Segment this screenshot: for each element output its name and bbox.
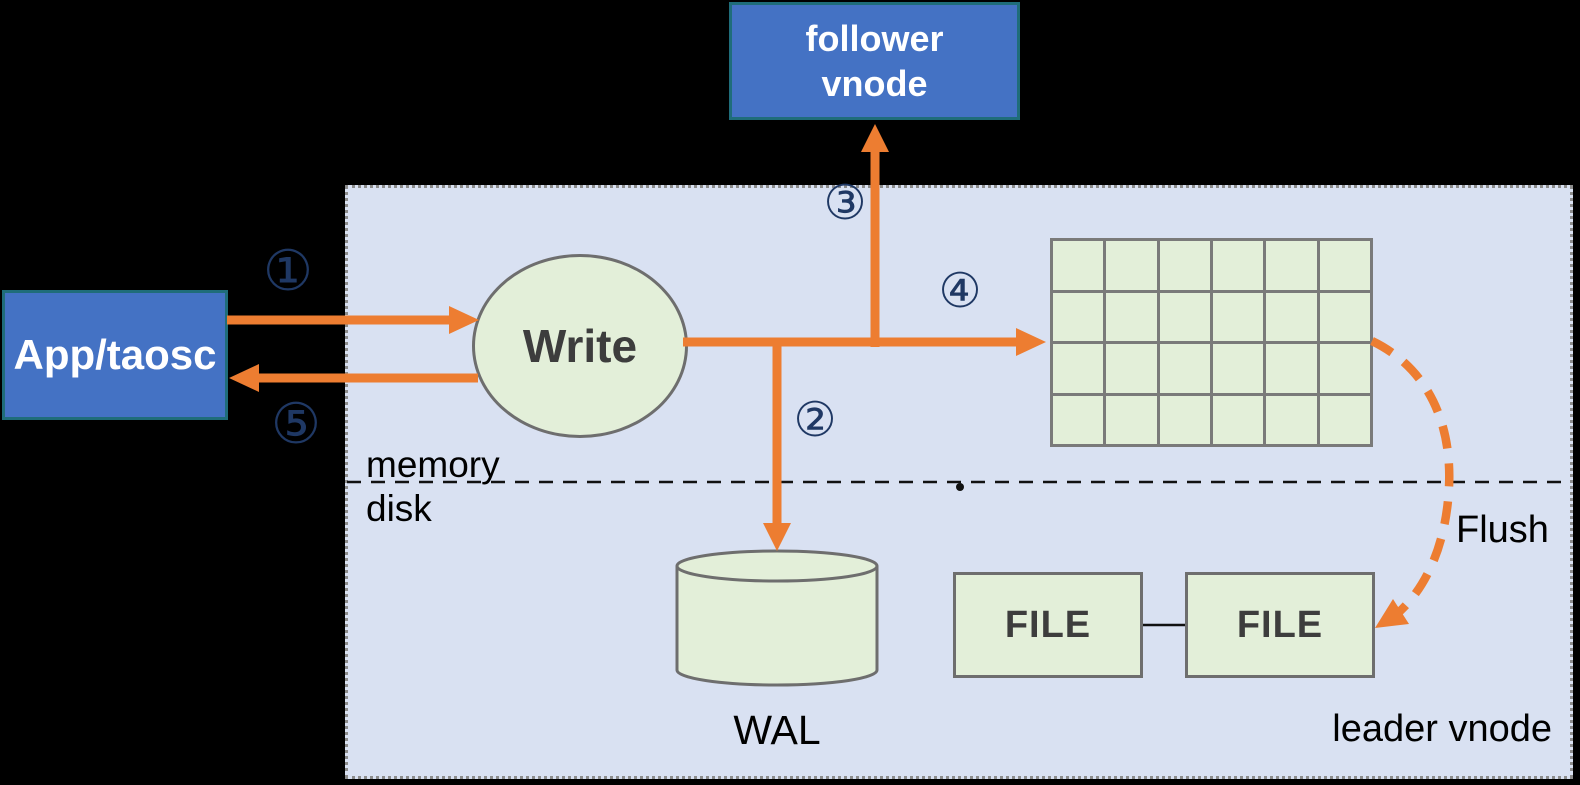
grid-cell [1159, 344, 1210, 393]
grid-cell [1053, 344, 1104, 393]
grid-cell [1266, 395, 1317, 444]
grid-cell [1053, 292, 1104, 341]
app-taosc-box: App/taosc [2, 290, 228, 420]
wal-label: WAL [733, 707, 821, 753]
grid-cell [1319, 395, 1370, 444]
memory-label: memory [366, 444, 500, 485]
grid-cell [1266, 241, 1317, 290]
file-right-label: FILE [1236, 603, 1324, 646]
memtable-grid [1050, 238, 1373, 447]
write-label: Write [522, 320, 638, 372]
grid-cell [1106, 292, 1157, 341]
disk-label: disk [366, 488, 432, 529]
step-3-badge: ③ [823, 175, 867, 231]
grid-cell [1212, 292, 1264, 341]
step-5-badge: ⑤ [270, 392, 322, 457]
step-4-badge: ④ [938, 263, 982, 319]
follower-vnode-label-line2: vnode [821, 63, 928, 104]
grid-cell [1053, 241, 1104, 290]
grid-cell [1319, 292, 1370, 341]
grid-cell [1106, 241, 1157, 290]
grid-cell [1106, 395, 1157, 444]
grid-cell [1212, 241, 1264, 290]
step-1-badge: ① [262, 239, 314, 304]
grid-cell [1319, 241, 1370, 290]
file-left-label: FILE [1004, 603, 1092, 646]
step-2-badge: ② [793, 392, 837, 448]
grid-cell [1159, 395, 1210, 444]
leader-vnode-label: leader vnode [1332, 708, 1552, 750]
grid-cell [1266, 344, 1317, 393]
grid-cell [1159, 241, 1210, 290]
file-box-left: FILE [953, 572, 1143, 678]
grid-cell [1319, 344, 1370, 393]
grid-cell [1212, 395, 1264, 444]
grid-cell [1159, 292, 1210, 341]
follower-vnode-label-line1: follower [805, 17, 944, 59]
grid-cell [1053, 395, 1104, 444]
file-box-right: FILE [1185, 572, 1375, 678]
flush-label: Flush [1456, 509, 1549, 551]
follower-vnode-box: follower vnode [729, 2, 1020, 120]
grid-cell [1212, 344, 1264, 393]
app-taosc-label: App/taosc [13, 331, 217, 378]
grid-cell [1266, 292, 1317, 341]
grid-cell [1106, 344, 1157, 393]
write-circle: Write [472, 254, 688, 438]
